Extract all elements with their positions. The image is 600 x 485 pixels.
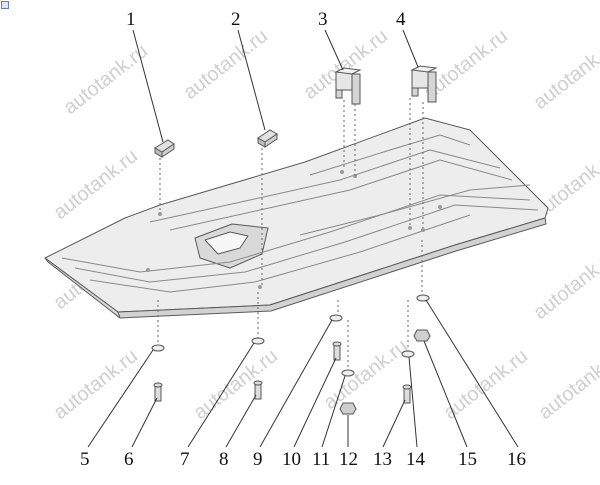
callout-2: 2	[231, 9, 241, 30]
watermark-text: autotank.ru	[320, 335, 412, 414]
bracket-2	[257, 129, 278, 148]
nut-12	[339, 402, 357, 415]
callout-15: 15	[458, 449, 477, 470]
callout-12: 12	[339, 449, 358, 470]
callout-3: 3	[318, 9, 328, 30]
callout-14: 14	[406, 449, 426, 470]
bracket-3	[334, 67, 362, 105]
bracket-4	[410, 65, 438, 103]
washer-14	[401, 350, 415, 358]
callout-4: 4	[396, 9, 406, 30]
washer-11	[341, 369, 355, 377]
callout-1: 1	[126, 9, 136, 30]
callout-10: 10	[282, 449, 301, 470]
callout-11: 11	[312, 449, 330, 470]
bracket-1	[154, 139, 175, 158]
watermark-text: autotank.ru	[530, 35, 600, 114]
callout-7: 7	[180, 449, 190, 470]
plate-ribs	[61, 134, 539, 293]
watermark-text: autotank.ru	[180, 25, 272, 104]
bottom-callouts: 5 6 7 8 9 10 11 12 13 14 15 16	[80, 449, 526, 470]
washer-5	[151, 344, 165, 352]
callout-5: 5	[80, 449, 90, 470]
nut-15	[413, 329, 431, 342]
callout-16: 16	[507, 449, 526, 470]
skid-plate-body	[44, 117, 549, 313]
washer-9	[329, 314, 343, 322]
center-tunnel-hole	[204, 231, 249, 255]
watermark-text: autotank.ru	[50, 145, 142, 224]
watermark-text: autotank.ru	[190, 345, 282, 424]
washer-16	[416, 294, 430, 302]
skid-plate-side-lip	[117, 217, 547, 319]
watermark-text: autotank.ru	[50, 345, 142, 424]
bolt-13	[402, 384, 412, 404]
watermark-text: autotank.ru	[300, 25, 392, 104]
bolt-6	[153, 382, 163, 402]
bolt-8	[253, 380, 263, 400]
top-callouts: 1 2 3 4	[126, 9, 406, 30]
leader-lines	[87, 29, 519, 448]
alignment-lines	[157, 98, 424, 370]
watermark-text: autotank.ru	[440, 345, 532, 424]
callout-9: 9	[253, 449, 263, 470]
watermark-text: autotank.ru	[60, 40, 152, 119]
callout-6: 6	[124, 449, 134, 470]
watermark-text: autotank.ru	[530, 245, 600, 324]
bolt-10	[332, 341, 342, 361]
window-corner-icon	[1, 1, 9, 9]
callout-8: 8	[219, 449, 229, 470]
washer-7	[251, 337, 265, 345]
callout-13: 13	[373, 449, 392, 470]
skid-plate	[44, 117, 549, 319]
watermark-text: autotank.ru	[535, 345, 600, 424]
